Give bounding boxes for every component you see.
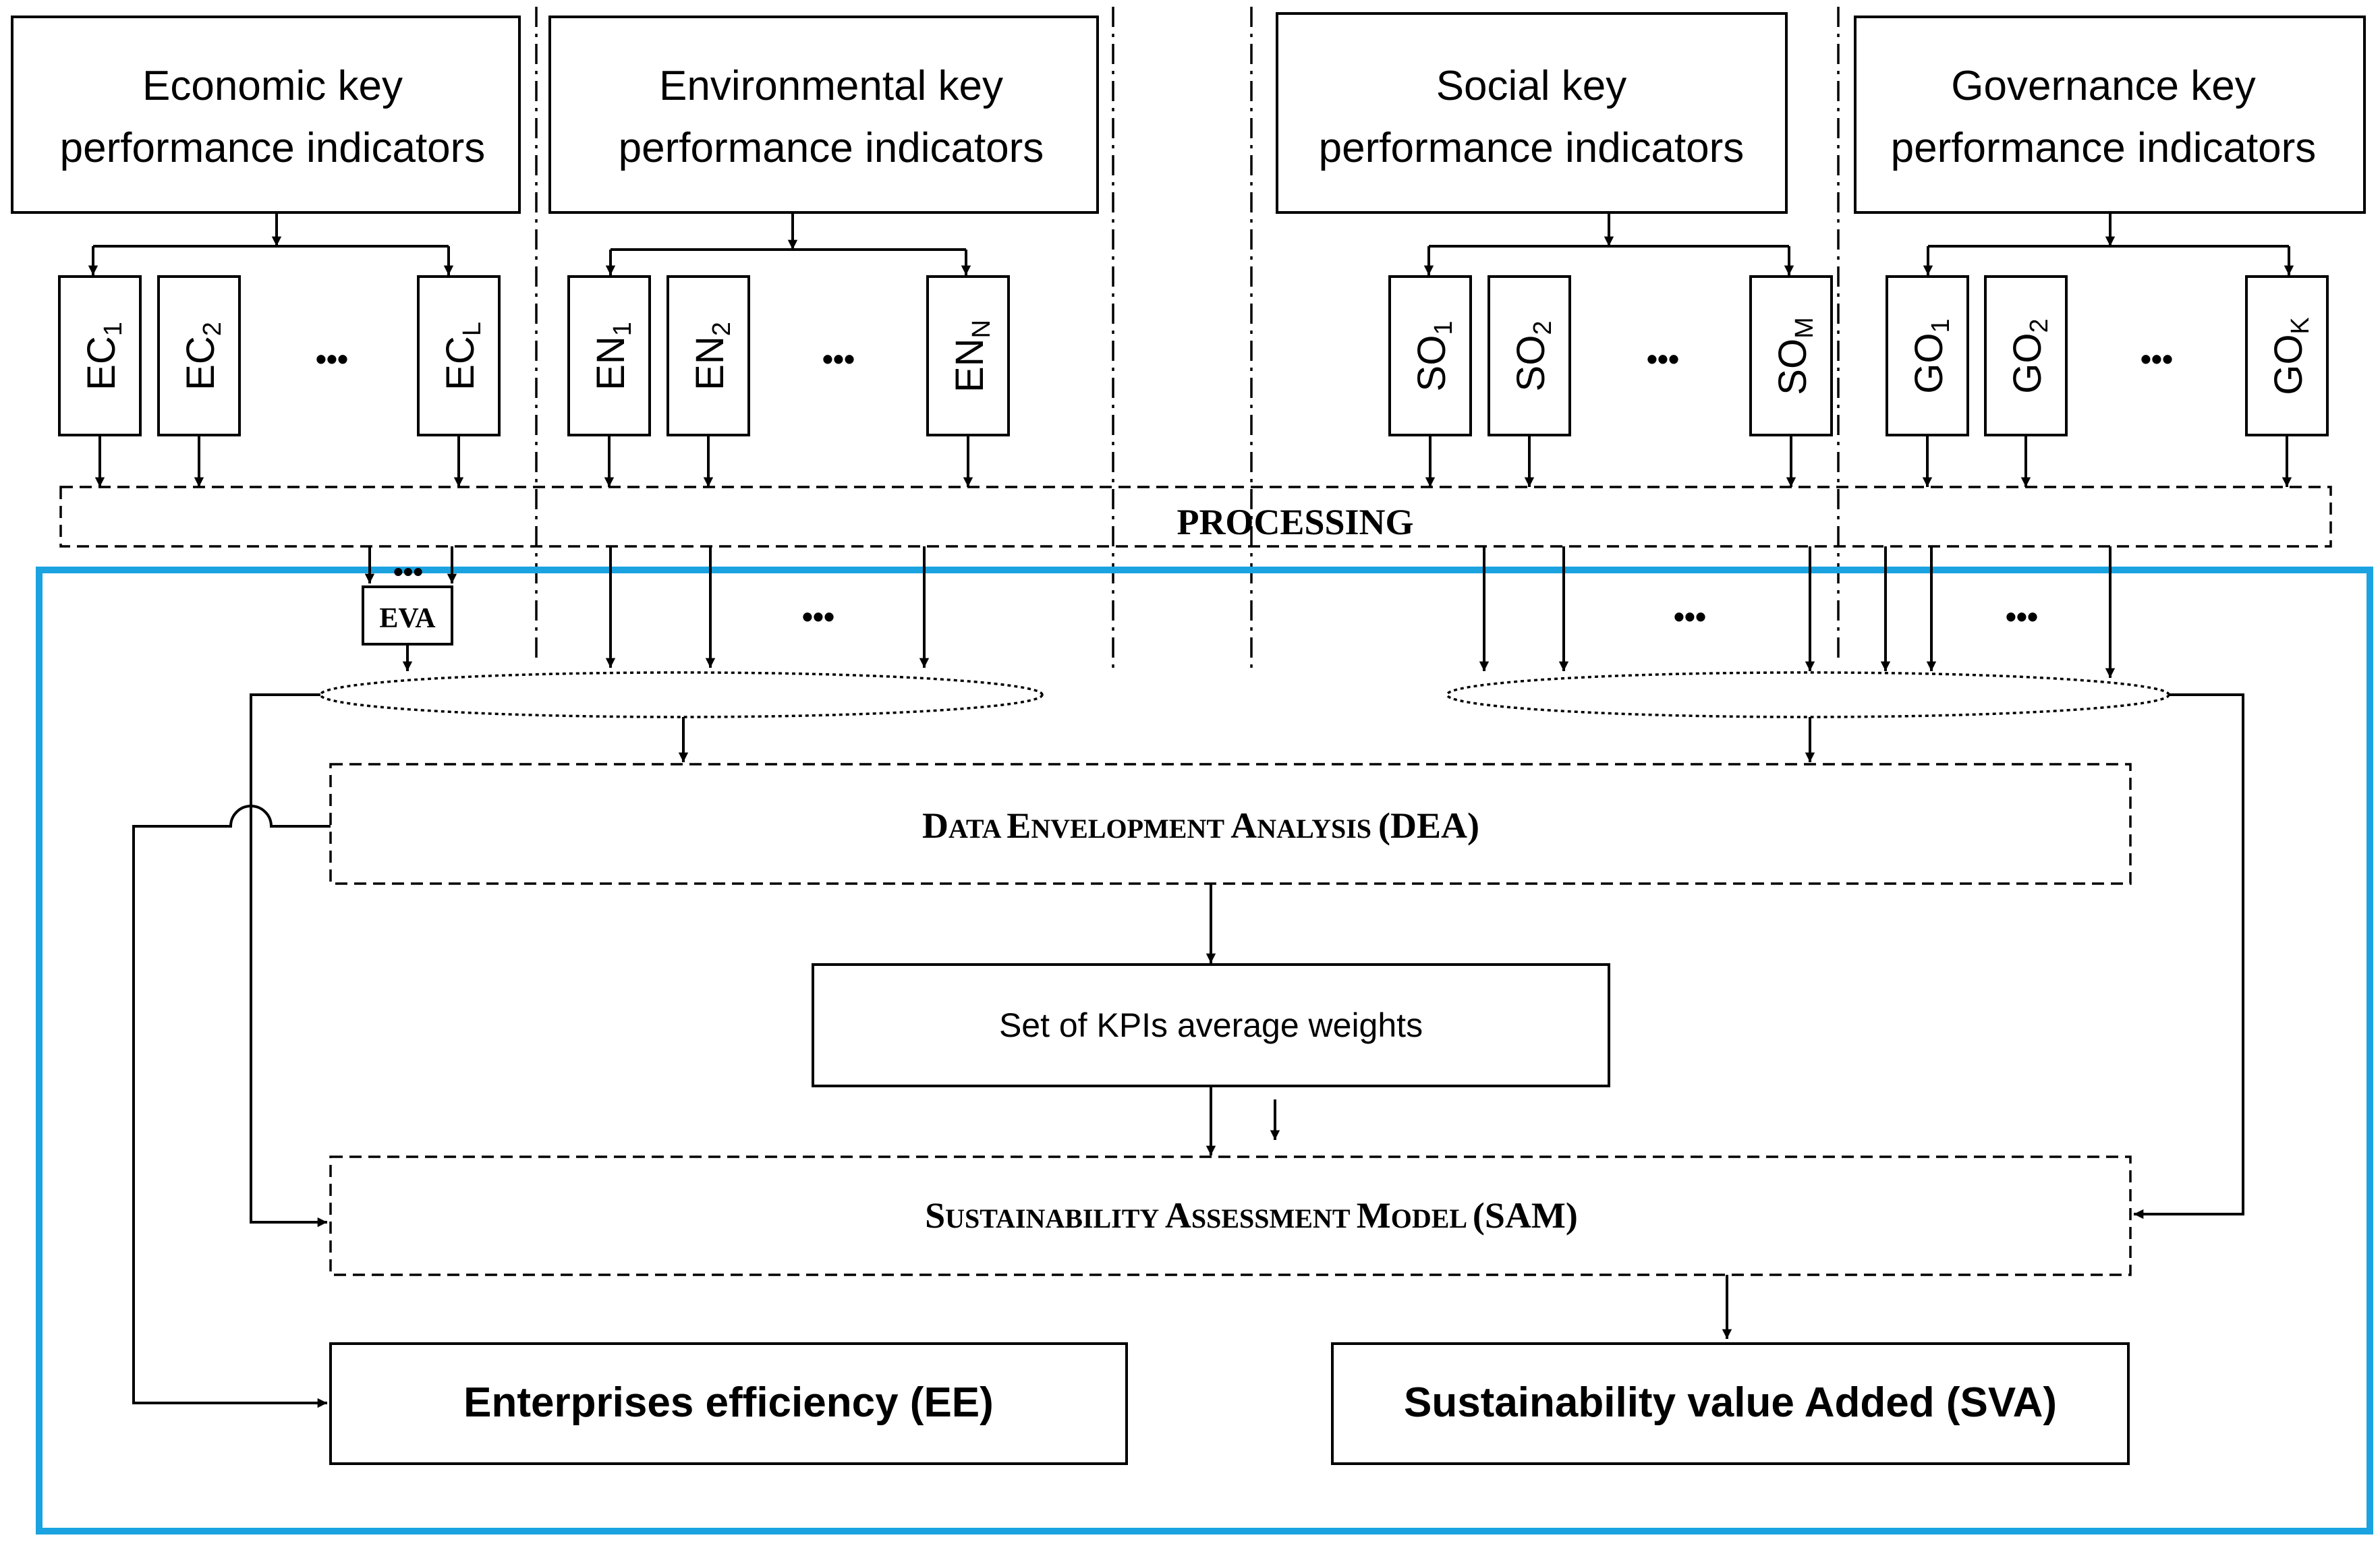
category-title-line1: Governance key — [1951, 63, 2255, 109]
ellipsis: ••• — [1647, 341, 1679, 376]
processing-to-left-ellipse-connectors: ••• — [605, 546, 930, 668]
left-aggregation-ellipse — [319, 671, 1044, 718]
eva-label: EVA — [379, 603, 436, 634]
indicator-en-1: EN1 — [589, 322, 637, 391]
category-social: Social key performance indicators — [1276, 12, 1788, 214]
category-title-line2: performance indicators — [1319, 125, 1745, 171]
assessment-frame — [36, 567, 2373, 1535]
sam-box: SUSTAINABILITY ASSESSMENT MODEL (SAM) — [329, 1155, 2132, 1276]
indicator-en-n: ENN — [948, 320, 996, 393]
left-ellipse-to-sam-connector — [250, 693, 328, 1228]
eva-box: EVA — [362, 585, 453, 646]
indicator-go-2: GO2 — [2006, 318, 2053, 393]
indicator-ec-l: ECL — [438, 322, 486, 391]
indicator-group-governance: GO1 GO2 ••• GOK — [1886, 275, 2329, 436]
processing-band: PROCESSING — [59, 486, 2332, 548]
ellipsis: ••• — [2141, 341, 2173, 376]
ellipsis: ••• — [1674, 599, 1706, 634]
ellipsis: ••• — [2006, 599, 2038, 634]
indicator-ec-2: EC2 — [179, 322, 227, 391]
indicator-group-economic: EC1 EC2 ••• ECL — [58, 275, 501, 436]
indicator-group-social: SO1 SO2 ••• SOM — [1388, 275, 1833, 436]
category-title-line2: performance indicators — [1891, 125, 2317, 171]
weights-label: Set of KPIs average weights — [999, 1006, 1423, 1044]
indicator-go-1: GO1 — [1907, 318, 1955, 393]
category-title-line1: Environmental key — [659, 63, 1003, 109]
indicator-so-m: SOM — [1771, 317, 1819, 395]
indicator-ec-1: EC1 — [80, 322, 128, 391]
category-title-line1: Economic key — [142, 63, 403, 109]
weights-box: Set of KPIs average weights — [812, 963, 1610, 1087]
indicator-en-2: EN2 — [688, 322, 736, 391]
indicator-go-k: GOK — [2267, 317, 2315, 395]
processing-to-right-ellipse-connectors: ••• ••• — [1479, 546, 2116, 679]
right-ellipse-to-sam-connector — [2133, 693, 2244, 1220]
category-environmental: Environmental key performance indicators — [548, 16, 1099, 214]
indicator-to-processing-connectors — [94, 435, 2292, 488]
category-governance: Governance key performance indicators — [1854, 16, 2366, 214]
processing-to-eva-connectors: ••• — [364, 546, 457, 587]
indicator-so-1: SO1 — [1410, 321, 1458, 392]
ellipsis: ••• — [393, 556, 423, 587]
ee-label: Enterprises efficiency (EE) — [463, 1379, 994, 1426]
dea-to-ee-connector — [132, 805, 331, 1408]
dea-box: DATA ENVELOPMENT ANALYSIS (DEA) — [329, 763, 2132, 885]
dea-label: DATA ENVELOPMENT ANALYSIS (DEA) — [922, 805, 1479, 846]
ellipsis: ••• — [822, 341, 855, 376]
processing-label: PROCESSING — [1177, 502, 1413, 542]
category-title-line2: performance indicators — [60, 125, 486, 171]
indicator-so-2: SO2 — [1509, 321, 1557, 392]
right-aggregation-ellipse — [1446, 671, 2170, 718]
sam-label: SUSTAINABILITY ASSESSMENT MODEL (SAM) — [925, 1195, 1578, 1236]
sva-box: Sustainability value Added (SVA) — [1331, 1342, 2130, 1465]
category-economic: Economic key performance indicators — [11, 16, 521, 214]
ellipsis: ••• — [316, 341, 348, 376]
category-title-line1: Social key — [1436, 63, 1627, 109]
indicator-group-environmental: EN1 EN2 ••• ENN — [567, 275, 1010, 436]
category-title-line2: performance indicators — [619, 125, 1044, 171]
header-to-indicator-connectors — [88, 212, 2294, 276]
sva-label: Sustainability value Added (SVA) — [1404, 1379, 2057, 1426]
ellipsis: ••• — [802, 599, 834, 634]
ee-box: Enterprises efficiency (EE) — [329, 1342, 1128, 1465]
